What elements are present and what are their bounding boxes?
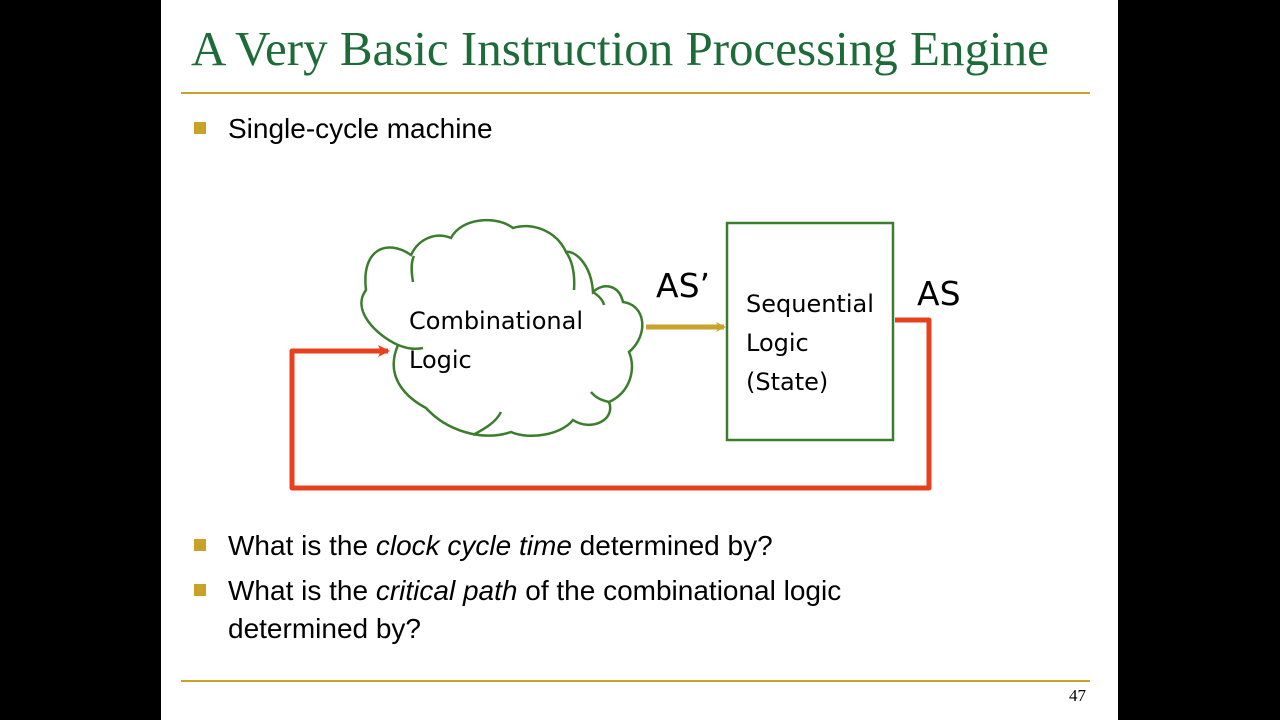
- bullet-text-pre: What is the: [228, 530, 376, 561]
- cloud-detail: [592, 290, 606, 306]
- next-state-label: AS’: [656, 266, 711, 305]
- bullet-text-pre: What is the: [228, 575, 376, 606]
- sequential-logic-box: [725, 221, 895, 442]
- cloud-label-line1: Combinational: [409, 307, 583, 335]
- slide-title: A Very Basic Instruction Processing Engi…: [191, 21, 1049, 76]
- title-divider: [181, 92, 1090, 94]
- box-label-line1: Sequential: [746, 290, 874, 318]
- cloud-detail: [590, 391, 610, 404]
- bullet-single-cycle: Single-cycle machine: [194, 110, 493, 148]
- box-label-line2: Logic: [746, 329, 809, 357]
- bullet-text-post: determined by?: [571, 530, 773, 561]
- bullet-text: Single-cycle machine: [228, 113, 493, 144]
- cloud-detail: [410, 255, 416, 283]
- bullet-text-emphasis: clock cycle time: [375, 530, 572, 561]
- bullet-square-icon: [194, 584, 206, 596]
- bullet-text-emphasis: critical path: [375, 575, 518, 606]
- feedback-arrow: [289, 317, 932, 491]
- cloud-label-line2: Logic: [409, 346, 472, 374]
- page-number: 47: [1069, 686, 1086, 705]
- footer-divider: [181, 680, 1090, 682]
- bullet-square-icon: [194, 539, 206, 551]
- diagram: [289, 218, 932, 491]
- cloud-detail: [564, 251, 576, 291]
- slide: A Very Basic Instruction Processing Engi…: [161, 0, 1118, 720]
- box-label-line3: (State): [746, 368, 829, 396]
- cloud-detail: [397, 343, 424, 351]
- bullet-critical-path: What is the critical path of the combina…: [194, 572, 988, 648]
- bullet-text-post: of the combinational logic determined by…: [228, 575, 842, 644]
- feedback-state-label: AS: [917, 274, 961, 313]
- bullet-clock-cycle: What is the clock cycle time determined …: [194, 527, 773, 565]
- bullet-square-icon: [194, 122, 206, 134]
- cloud-detail: [472, 411, 503, 437]
